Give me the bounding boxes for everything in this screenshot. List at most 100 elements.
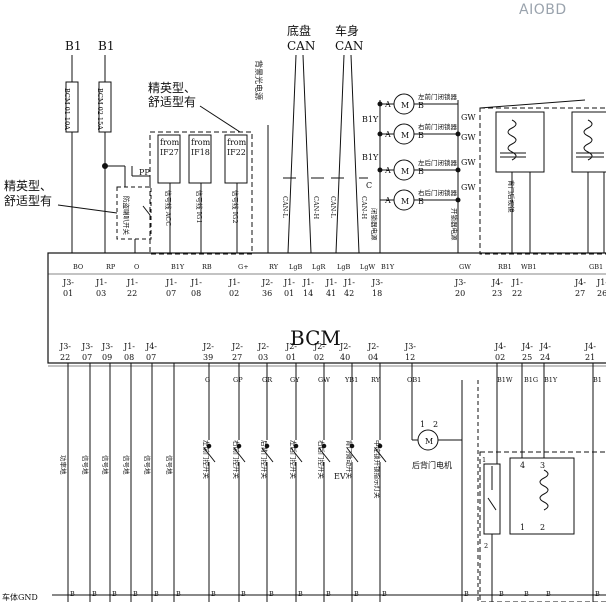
bottom-pin-number: 09 [102, 353, 112, 362]
svg-text:2: 2 [433, 420, 438, 429]
bottom-wire-color: YB1 [344, 376, 358, 384]
body-can-1: 车身 [335, 23, 359, 38]
switch-node [349, 443, 355, 449]
svg-text:B: B [418, 131, 424, 140]
bottom-pin-conn: J2- [257, 342, 269, 351]
chassis-can-2: CAN [287, 39, 315, 53]
ground-b-label: B [464, 590, 469, 598]
note-elite-comfort-top-2: 舒适型有 [148, 95, 196, 109]
svg-text:信号线 ACC: 信号线 ACC [164, 190, 173, 226]
backlight-label: 背景光电源 [254, 60, 264, 100]
bottom-pin-number: 01 [286, 353, 296, 362]
top-wire-color: O [134, 263, 139, 271]
svg-text:from: from [191, 138, 211, 147]
right-dashed-bottom [479, 451, 606, 602]
bottom-pin-number: 39 [203, 353, 213, 362]
top-pin-conn: J1- [95, 278, 107, 287]
top-pin-number: 08 [191, 289, 201, 298]
top-pin-number: 20 [455, 289, 465, 298]
ground-b-label: B [524, 590, 529, 598]
bottom-pin-number: 03 [258, 353, 268, 362]
bottom-wire-color: B1G [524, 376, 538, 384]
ground-label: 信号地 [81, 455, 90, 475]
top-wire-color: LgB [337, 263, 350, 271]
ground-b-label: B [298, 590, 303, 598]
ground-b-label: B [382, 590, 387, 598]
bottom-left-cut: 车体GND [2, 592, 38, 602]
switch-label: 左后门控开关 [289, 440, 298, 480]
bottom-pin-conn: J3- [101, 342, 113, 351]
b1y-wire-2: B1Y [362, 153, 379, 162]
bottom-pin-number: 07 [146, 353, 156, 362]
top-pin-number: 22 [512, 289, 522, 298]
unlock-power-label: 开锁器电源 [450, 208, 459, 241]
bottom-pin-conn: J3- [81, 342, 93, 351]
bcm-module-box [47, 252, 606, 364]
bottom-wire-color: G [205, 376, 210, 384]
coil-box-2 [571, 111, 606, 173]
bottom-pin-conn: J1- [123, 342, 135, 351]
bottom-wire-color: B1 [593, 376, 602, 384]
top-pin-conn: J2- [261, 278, 273, 287]
bcm-title: BCM [290, 326, 341, 350]
bottom-wire-color: GY [290, 376, 300, 384]
ground-b-label: B [546, 590, 551, 598]
bottom-pin-number: 24 [540, 353, 550, 362]
top-pin-conn: J1- [126, 278, 138, 287]
rear-door-motor: M 1 2 后背门电机 [412, 420, 462, 470]
bottom-pin-number: 12 [405, 353, 415, 362]
bottom-wire-color: GP [233, 376, 243, 384]
top-pin-number: 22 [127, 289, 137, 298]
from-box-if18: from IF18 信号线 IG1 [188, 134, 212, 253]
right-dashed-top [479, 107, 606, 255]
bottom-pin-number: 07 [82, 353, 92, 362]
pp-label: PP [139, 168, 150, 177]
top-wire-color: B1Y [171, 263, 185, 271]
svg-text:M: M [401, 197, 409, 206]
svg-text:信号线 IG2: 信号线 IG2 [231, 190, 240, 223]
body-can-2: CAN [335, 39, 363, 53]
b1-left-label: B1 [65, 39, 81, 53]
top-pin-number: 01 [63, 289, 73, 298]
svg-text:M: M [401, 131, 409, 140]
svg-text:背门后视镜: 背门后视镜 [507, 180, 516, 213]
bottom-wires [52, 363, 606, 602]
svg-text:1: 1 [482, 456, 486, 464]
ground-label: 功率地 [59, 455, 68, 475]
top-pin-number: 18 [372, 289, 382, 298]
bottom-pin-labels: J3-22J3-07J3-09J1-08J4-07J2-39J2-27J2-03… [59, 342, 596, 362]
can-l-2: CAN-L [329, 196, 337, 219]
ground-b-label: B [269, 590, 274, 598]
bottom-wire-color: RY [371, 376, 381, 384]
svg-text:2: 2 [484, 542, 488, 550]
top-wire-color: GW [459, 263, 471, 271]
top-pin-number: 03 [96, 289, 106, 298]
bottom-pin-number: 02 [314, 353, 324, 362]
switch-label: 后背门控开关 [260, 440, 269, 480]
gw-wire-3: GW [461, 158, 476, 167]
coil-box-3 [509, 457, 575, 535]
top-pin-number: 23 [492, 289, 502, 298]
svg-text:B: B [418, 101, 424, 110]
relay-switch-label: 防盗喇叭开关 [122, 196, 131, 236]
svg-text:1: 1 [520, 523, 525, 532]
lock-motor-rf: M 右前门闭锁器 A B [380, 122, 458, 145]
ground-b-label: B [154, 590, 159, 598]
switch-contact [374, 447, 387, 463]
top-wire-color: GB1 [589, 263, 603, 271]
switch-contact [318, 447, 331, 463]
svg-text:M: M [425, 437, 433, 446]
can-h-2: CAN-H [360, 196, 368, 220]
ground-label: 信号地 [101, 455, 110, 475]
switch-label: 右后门控开关 [317, 440, 326, 480]
bottom-pin-conn: J2- [339, 342, 351, 351]
svg-text:后背门电机: 后背门电机 [412, 460, 452, 470]
switch-node [293, 443, 299, 449]
top-pin-conn: J3- [62, 278, 74, 287]
top-pin-number: 41 [326, 289, 336, 298]
gw-wire-4: GW [461, 183, 476, 192]
svg-text:M: M [401, 167, 409, 176]
switch-contact [346, 447, 359, 463]
bottom-wire-color: GR [262, 376, 273, 384]
